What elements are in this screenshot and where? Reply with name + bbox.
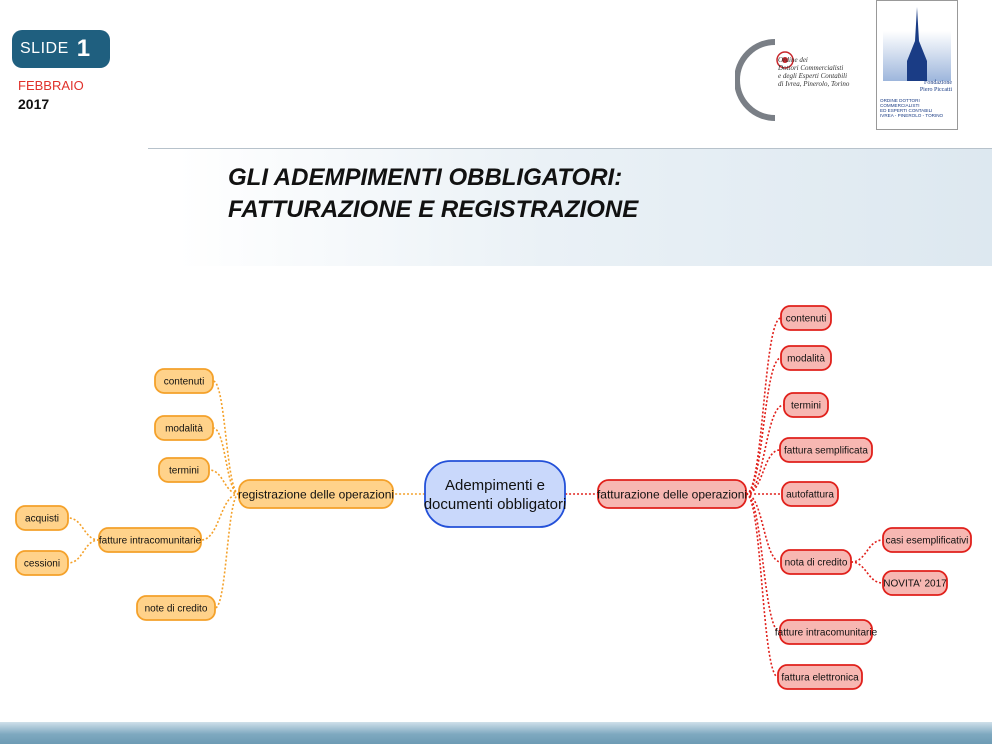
node-left-1-label: modalità (165, 424, 203, 435)
node-right-4-label: autofattura (786, 490, 834, 501)
fondazione-line-2: Piero Piccatti (919, 86, 952, 93)
ordine-line-2: Dottori Commercialisti (778, 64, 844, 72)
node-right-3[interactable]: fattura semplificata (779, 437, 873, 463)
mole-antonelliana-icon (883, 7, 951, 81)
node-right-0[interactable]: contenuti (780, 305, 832, 331)
ordine-logo-text: Ordine dei Dottori Commercialisti e degl… (778, 56, 849, 88)
node-left-2-label: termini (169, 466, 199, 477)
link-right-7 (745, 493, 779, 678)
ordine-line-3: e degli Esperti Contabili (778, 72, 848, 80)
page-title-line-2: FATTURAZIONE E REGISTRAZIONE (228, 196, 639, 223)
node-registrazione[interactable]: registrazione delle operazioni (238, 479, 394, 509)
node-right-5[interactable]: nota di credito (780, 549, 852, 575)
month-label: FEBBRAIO (18, 78, 84, 93)
page-title: GLI ADEMPIMENTI OBBLIGATORI: FATTURAZION… (228, 162, 638, 226)
node-left-intra-1[interactable]: cessioni (15, 550, 69, 576)
ordine-seal-dot (782, 57, 788, 63)
slide-number: 1 (76, 35, 91, 62)
node-left-0-label: contenuti (164, 377, 205, 388)
year-label: 2017 (18, 96, 50, 112)
node-right-6-label: fatture intracomunitarie (775, 628, 878, 639)
link-right-nota-0 (850, 539, 884, 563)
footer-bar (0, 722, 992, 744)
link-right-6 (745, 493, 781, 633)
central-node-label: Adempimenti e (445, 477, 545, 494)
fondazione-sub-text: ORDINE DOTTORI COMMERCIALISTI ED ESPERTI… (880, 98, 958, 118)
node-right-7-label: fattura elettronica (781, 673, 859, 684)
fondazione-line-1: Fondazione (924, 80, 952, 86)
node-right-nota-1-label: NOVITA' 2017 (883, 579, 947, 590)
ordine-logo (735, 39, 794, 121)
node-left-intra-0[interactable]: acquisti (15, 505, 69, 531)
ordine-seal-icon (776, 51, 794, 69)
node-right-1-label: modalità (787, 354, 825, 365)
node-right-2[interactable]: termini (783, 392, 829, 418)
node-right-nota-0-label: casi esemplificativi (886, 536, 969, 547)
node-left-1[interactable]: modalità (154, 415, 214, 441)
node-fatturazione-label: fatturazione delle operazioni (597, 487, 747, 501)
slide-badge: SLIDE 1 (12, 30, 110, 68)
ordine-line-4: di Ivrea, Pinerolo, Torino (778, 80, 850, 88)
link-left-intra-0 (67, 517, 100, 541)
node-right-2-label: termini (791, 401, 821, 412)
page-title-line-1: GLI ADEMPIMENTI OBBLIGATORI: (228, 164, 623, 191)
central-node-label: documenti obbligatori (424, 496, 567, 513)
node-left-4-label: note di credito (145, 604, 208, 615)
fondazione-sub-3: ED ESPERTI CONTABILI (880, 108, 933, 113)
node-fatturazione[interactable]: fatturazione delle operazioni (597, 479, 747, 509)
node-right-4[interactable]: autofattura (781, 481, 839, 507)
node-right-nota-1[interactable]: NOVITA' 2017 (882, 570, 948, 596)
node-right-7[interactable]: fattura elettronica (777, 664, 863, 690)
node-registrazione-label: registrazione delle operazioni (238, 487, 394, 501)
node-left-2[interactable]: termini (158, 457, 210, 483)
link-right-0 (745, 317, 782, 495)
fondazione-logo-text: Fondazione Piero Piccatti (878, 80, 958, 93)
link-right-3 (745, 449, 781, 495)
title-band (0, 148, 992, 266)
link-left-2 (208, 469, 240, 495)
node-right-1[interactable]: modalità (780, 345, 832, 371)
node-right-6[interactable]: fatture intracomunitarie (775, 619, 878, 645)
node-right-nota-0[interactable]: casi esemplificativi (882, 527, 972, 553)
link-right-2 (745, 404, 785, 495)
node-left-3[interactable]: fatture intracomunitarie (98, 527, 202, 553)
fondazione-logo (876, 0, 958, 130)
slide-label: SLIDE (20, 40, 69, 57)
node-right-5-label: nota di credito (785, 558, 848, 569)
link-right-5 (745, 493, 782, 563)
link-left-3 (200, 493, 240, 541)
node-right-0-label: contenuti (786, 314, 827, 325)
node-left-intra-0-label: acquisti (25, 514, 59, 525)
link-left-0 (212, 380, 240, 495)
fondazione-sub-4: IVREA - PINEROLO - TORINO (880, 113, 944, 118)
node-left-3-label: fatture intracomunitarie (99, 536, 202, 547)
central-node[interactable]: Adempimenti e documenti obbligatori (424, 460, 567, 528)
fondazione-sub-1: ORDINE DOTTORI (880, 98, 920, 103)
node-left-4[interactable]: note di credito (136, 595, 216, 621)
link-left-intra-1 (67, 539, 100, 564)
ordine-logo-arc-icon (735, 39, 776, 121)
fondazione-sub-2: COMMERCIALISTI (880, 103, 920, 108)
link-right-1 (745, 357, 782, 495)
link-left-4 (214, 493, 240, 609)
ordine-line-1: Ordine dei (778, 56, 808, 64)
mind-map-nodes: Adempimenti e documenti obbligatori regist… (15, 305, 972, 690)
mind-map-links (67, 317, 884, 678)
node-left-intra-1-label: cessioni (24, 559, 60, 570)
link-right-nota-1 (850, 561, 884, 584)
node-left-0[interactable]: contenuti (154, 368, 214, 394)
title-band-divider (148, 148, 992, 149)
node-right-3-label: fattura semplificata (784, 446, 868, 457)
link-left-1 (212, 427, 240, 495)
